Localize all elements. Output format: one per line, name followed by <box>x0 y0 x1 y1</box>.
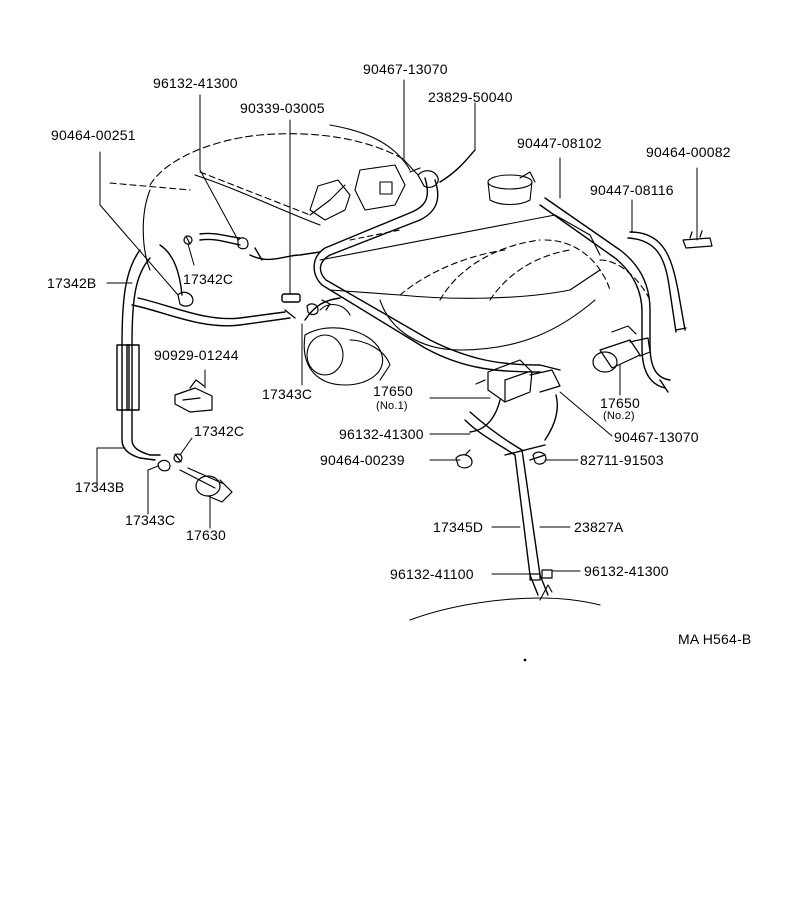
label-17342C-bot: 17342C <box>194 423 245 439</box>
leader-lines <box>96 79 698 575</box>
label-17343C-mid: 17343C <box>262 386 313 402</box>
label-90464-00251: 90464-00251 <box>51 127 136 143</box>
label-96132-41300-bot: 96132-41300 <box>584 563 669 579</box>
label-17343B: 17343B <box>75 479 125 495</box>
label-17650-no1-sub: (No.1) <box>376 400 408 412</box>
label-17630: 17630 <box>186 527 226 543</box>
label-96132-41100: 96132-41100 <box>390 566 474 582</box>
label-96132-41300-mid: 96132-41300 <box>339 426 424 442</box>
engine-outline <box>109 124 651 621</box>
label-17345D: 17345D <box>433 519 484 535</box>
label-90467-13070-bot: 90467-13070 <box>614 429 699 445</box>
label-90929-01244: 90929-01244 <box>154 347 239 363</box>
label-17650-no1: 17650 <box>373 383 413 399</box>
components <box>157 167 713 662</box>
label-17342C-top: 17342C <box>183 271 234 287</box>
figure-code: MA H564-B <box>678 631 752 647</box>
label-90447-08116: 90447-08116 <box>590 182 674 198</box>
label-23829-50040: 23829-50040 <box>428 89 513 105</box>
label-17343C-bot: 17343C <box>125 512 176 528</box>
hose-lines <box>116 149 687 596</box>
label-23827A: 23827A <box>574 519 624 535</box>
label-90339-03005: 90339-03005 <box>240 100 325 116</box>
label-90464-00239: 90464-00239 <box>320 452 405 468</box>
label-17342B: 17342B <box>47 275 97 291</box>
label-90467-13070-top: 90467-13070 <box>363 61 448 77</box>
label-96132-41300-top: 96132-41300 <box>153 75 238 91</box>
label-17650-no2: 17650 <box>600 395 640 411</box>
label-82711-91503: 82711-91503 <box>580 452 664 468</box>
label-90447-08102: 90447-08102 <box>517 135 602 151</box>
label-90464-00082: 90464-00082 <box>646 144 731 160</box>
label-17650-no2-sub: (No.2) <box>603 410 635 422</box>
